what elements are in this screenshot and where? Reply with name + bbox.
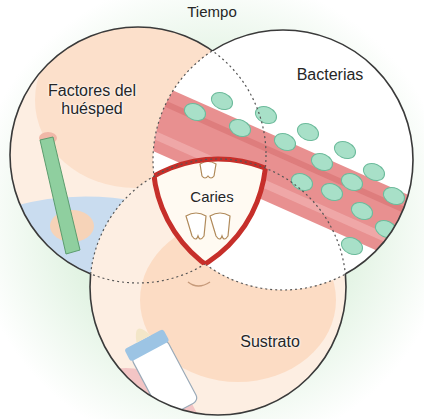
overlap-region: Caries: [150, 150, 270, 270]
circle-label: Factores del huésped: [40, 82, 144, 119]
circle-label: Caries: [190, 188, 233, 205]
circle-border: [10, 27, 266, 283]
overlap-border: [90, 159, 346, 415]
overlap-border: [10, 27, 266, 283]
overlap-outline: [150, 150, 270, 270]
circle-border-dotted: [10, 27, 266, 283]
circle-border: [90, 159, 346, 415]
diagram-title: Tiempo: [187, 3, 236, 20]
circle-label: Bacterias: [297, 66, 364, 84]
circle-border-dotted: [90, 159, 346, 415]
circle-label: Sustrato: [240, 333, 300, 351]
